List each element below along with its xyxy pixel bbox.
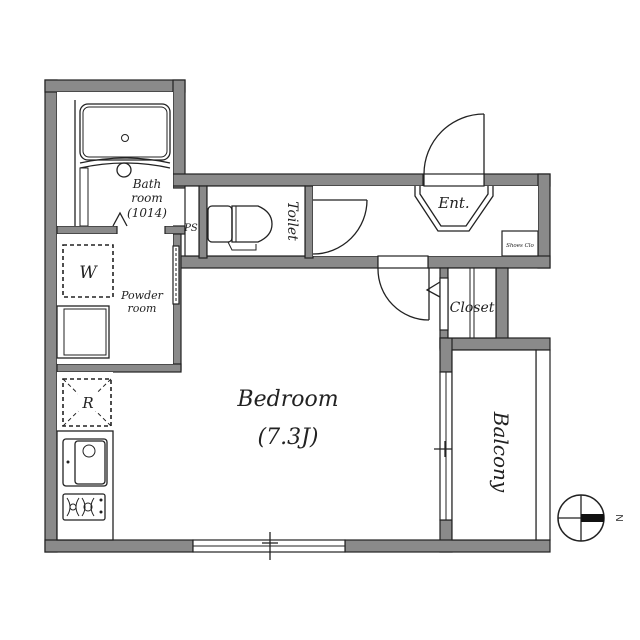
powder-label-2: room [128, 302, 157, 315]
refrigerator-label: R [81, 394, 93, 412]
entrance-label: Ent. [437, 194, 469, 212]
closet-door-arrow-icon [425, 281, 441, 298]
toilet-door-swing [312, 199, 368, 255]
bedroom: Bedroom (7.3J) [192, 371, 462, 560]
shoes-closet [501, 230, 539, 257]
kitchen-sink [62, 438, 108, 487]
ps-label: PS [183, 223, 198, 234]
refrigerator-space [62, 378, 112, 427]
compass-icon: N [557, 494, 624, 542]
kitchen-counter [56, 430, 114, 541]
balcony: Balcony [451, 349, 537, 541]
bath-label-3: (1014) [127, 206, 167, 220]
bedroom-door-swing [377, 267, 430, 321]
bathroom: Bath room (1014) [57, 92, 173, 227]
washer-label: W [79, 263, 98, 283]
powder-label-1: Powder [120, 289, 164, 302]
powder-room: W Powder room [56, 234, 180, 364]
entrance-door-swing [423, 113, 485, 175]
closet-door[interactable] [439, 277, 449, 331]
entrance-corridor: Ent. Shoes Clo [312, 113, 539, 257]
kitchen: R [56, 372, 114, 541]
washer-space [62, 244, 114, 298]
compass-north-label: N [613, 514, 624, 521]
toilet-label: Toilet [284, 201, 300, 241]
vanity-sink [56, 305, 110, 359]
shoes-closet-label: Shoes Clo [506, 243, 534, 249]
bedroom-label: Bedroom [236, 387, 338, 412]
gas-stove-icon [62, 493, 106, 521]
sink-icon [116, 162, 132, 178]
toilet-bowl-icon [231, 205, 273, 243]
bedroom-area-label: (7.3J) [258, 425, 319, 450]
closet-label: Closet [450, 300, 495, 316]
pipe-space: PS [183, 185, 200, 257]
bath-label-1: Bath [132, 177, 162, 191]
bath-label-2: room [131, 191, 163, 205]
toilet-room: Toilet [206, 185, 306, 257]
balcony-label: Balcony [489, 411, 513, 493]
closet: Closet [377, 255, 497, 339]
drain-icon [121, 134, 129, 142]
door-arrow-icon [112, 211, 128, 227]
